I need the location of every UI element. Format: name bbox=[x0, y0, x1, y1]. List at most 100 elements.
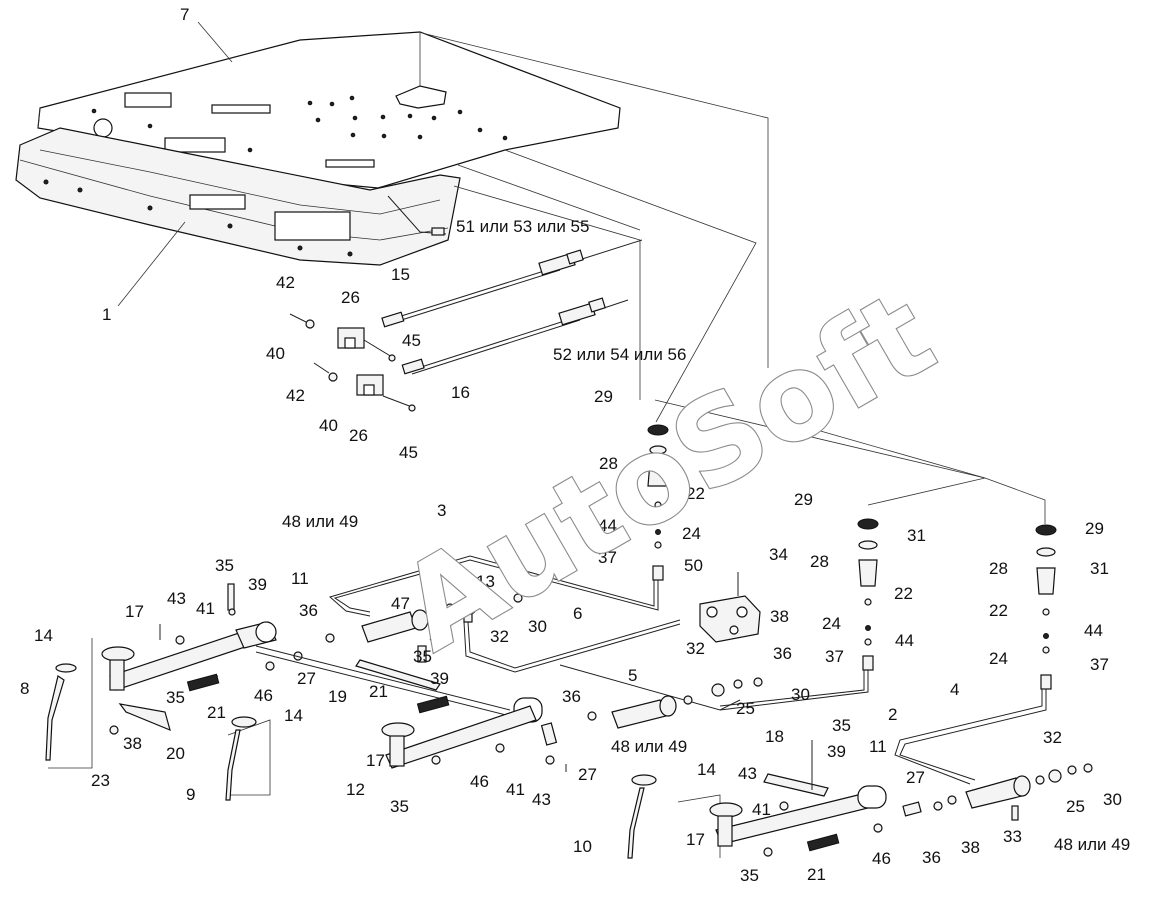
callout-37a: 37 bbox=[598, 548, 617, 567]
floor-plate-7 bbox=[37, 31, 621, 189]
callout-27a: 27 bbox=[297, 669, 316, 688]
callout-32d: 32 bbox=[1043, 728, 1062, 747]
callout-31c: 31 bbox=[1090, 559, 1109, 578]
callout-32a: 32 bbox=[429, 627, 448, 646]
master-cylinder-right bbox=[965, 763, 1093, 821]
cab-frame-1 bbox=[15, 127, 461, 266]
callout-14c: 14 bbox=[697, 760, 716, 779]
callout-28c: 28 bbox=[989, 559, 1008, 578]
callout-19: 19 bbox=[328, 687, 347, 706]
callout-50: 50 bbox=[684, 556, 703, 575]
callout-51: 51 или 53 или 55 bbox=[456, 217, 589, 236]
callout-36c: 36 bbox=[562, 687, 581, 706]
leader-lines bbox=[48, 21, 1046, 858]
callout-46a: 46 bbox=[254, 686, 273, 705]
callout-11a: 11 bbox=[291, 569, 309, 588]
callout-48c: 48 или 49 bbox=[1054, 835, 1130, 854]
callout-48a: 48 или 49 bbox=[282, 512, 358, 531]
callout-37c: 37 bbox=[1090, 655, 1109, 674]
callout-25a: 25 bbox=[736, 699, 755, 718]
callout-36b: 36 bbox=[299, 601, 318, 620]
callout-39b: 39 bbox=[430, 669, 449, 688]
callout-24c: 24 bbox=[989, 649, 1008, 668]
callout-24b: 24 bbox=[822, 614, 841, 633]
callout-35e: 35 bbox=[832, 716, 851, 735]
callout-21a: 21 bbox=[207, 703, 226, 722]
callout-1: 1 bbox=[102, 305, 111, 324]
callout-12: 12 bbox=[346, 780, 365, 799]
callout-15: 15 bbox=[391, 265, 410, 284]
callout-52: 52 или 54 или 56 bbox=[553, 345, 686, 364]
callout-24a: 24 bbox=[682, 524, 701, 543]
callout-14b: 14 bbox=[284, 706, 303, 725]
callout-38a: 38 bbox=[770, 607, 789, 626]
callout-41a: 41 bbox=[196, 599, 215, 618]
callout-41b: 41 bbox=[506, 780, 525, 799]
reservoir-assembly-1 bbox=[647, 424, 669, 581]
control-cables bbox=[381, 239, 643, 375]
callout-5: 5 bbox=[628, 666, 637, 685]
callout-46b: 46 bbox=[470, 772, 489, 791]
callout-28b: 28 bbox=[810, 552, 829, 571]
callout-28a: 28 bbox=[599, 454, 618, 473]
callout-29c: 29 bbox=[1085, 519, 1104, 538]
hydraulic-pipes bbox=[328, 555, 1047, 785]
callout-42a: 42 bbox=[276, 273, 295, 292]
reservoir-assembly-2 bbox=[857, 518, 879, 671]
callout-40a: 40 bbox=[266, 344, 285, 363]
callout-44c: 44 bbox=[1084, 621, 1103, 640]
callout-44b: 44 bbox=[895, 631, 914, 650]
callout-30a: 30 bbox=[528, 617, 547, 636]
callout-18: 18 bbox=[765, 727, 784, 746]
callout-21b: 21 bbox=[369, 682, 388, 701]
callout-26b: 26 bbox=[349, 426, 368, 445]
callout-44a: 44 bbox=[598, 516, 617, 535]
callout-23: 23 bbox=[91, 771, 110, 790]
callout-47: 47 bbox=[391, 594, 410, 613]
reservoir-assembly-3 bbox=[1035, 524, 1057, 690]
callout-39a: 39 bbox=[248, 575, 267, 594]
callout-35d: 35 bbox=[390, 797, 409, 816]
callout-17a: 17 bbox=[125, 602, 144, 621]
callout-35a: 35 bbox=[215, 556, 234, 575]
callout-29b: 29 bbox=[794, 490, 813, 509]
callout-45b: 45 bbox=[399, 443, 418, 462]
callout-22a: 22 bbox=[686, 484, 705, 503]
callout-35f: 35 bbox=[740, 866, 759, 885]
callout-2: 2 bbox=[888, 705, 897, 724]
valve-block-50 bbox=[699, 572, 761, 643]
callout-13: 13 bbox=[476, 572, 495, 591]
callout-30c: 30 bbox=[1103, 790, 1122, 809]
callout-4: 4 bbox=[950, 680, 959, 699]
callout-31a: 31 bbox=[694, 430, 713, 449]
callout-38b: 38 bbox=[123, 734, 142, 753]
callout-46c: 46 bbox=[872, 849, 891, 868]
pedal-assembly-left bbox=[45, 583, 335, 761]
callout-35c: 35 bbox=[413, 647, 432, 666]
callout-11b: 11 bbox=[869, 737, 887, 756]
callout-39c: 39 bbox=[827, 742, 846, 761]
callout-22c: 22 bbox=[989, 601, 1008, 620]
callout-17c: 17 bbox=[686, 830, 705, 849]
callout-34: 34 bbox=[769, 545, 788, 564]
pedal-assembly-right bbox=[627, 740, 957, 859]
callout-42b: 42 bbox=[286, 386, 305, 405]
callout-37b: 37 bbox=[825, 647, 844, 666]
callout-27b: 27 bbox=[578, 765, 597, 784]
callout-6: 6 bbox=[573, 604, 582, 623]
callout-8: 8 bbox=[20, 679, 29, 698]
callout-21c: 21 bbox=[807, 865, 826, 884]
callout-43c: 43 bbox=[738, 764, 757, 783]
callout-26a: 26 bbox=[341, 288, 360, 307]
master-cylinder-mid bbox=[611, 677, 763, 729]
callout-45a: 45 bbox=[402, 331, 421, 350]
callout-29a: 29 bbox=[594, 387, 613, 406]
bracket-26-lower bbox=[313, 362, 416, 412]
callout-17b: 17 bbox=[366, 751, 385, 770]
callout-30b: 30 bbox=[791, 685, 810, 704]
callout-41c: 41 bbox=[752, 800, 771, 819]
callout-16: 16 bbox=[451, 383, 470, 402]
callout-35b: 35 bbox=[166, 688, 185, 707]
master-cylinder-left bbox=[361, 593, 523, 643]
callout-25b: 25 bbox=[1066, 797, 1085, 816]
